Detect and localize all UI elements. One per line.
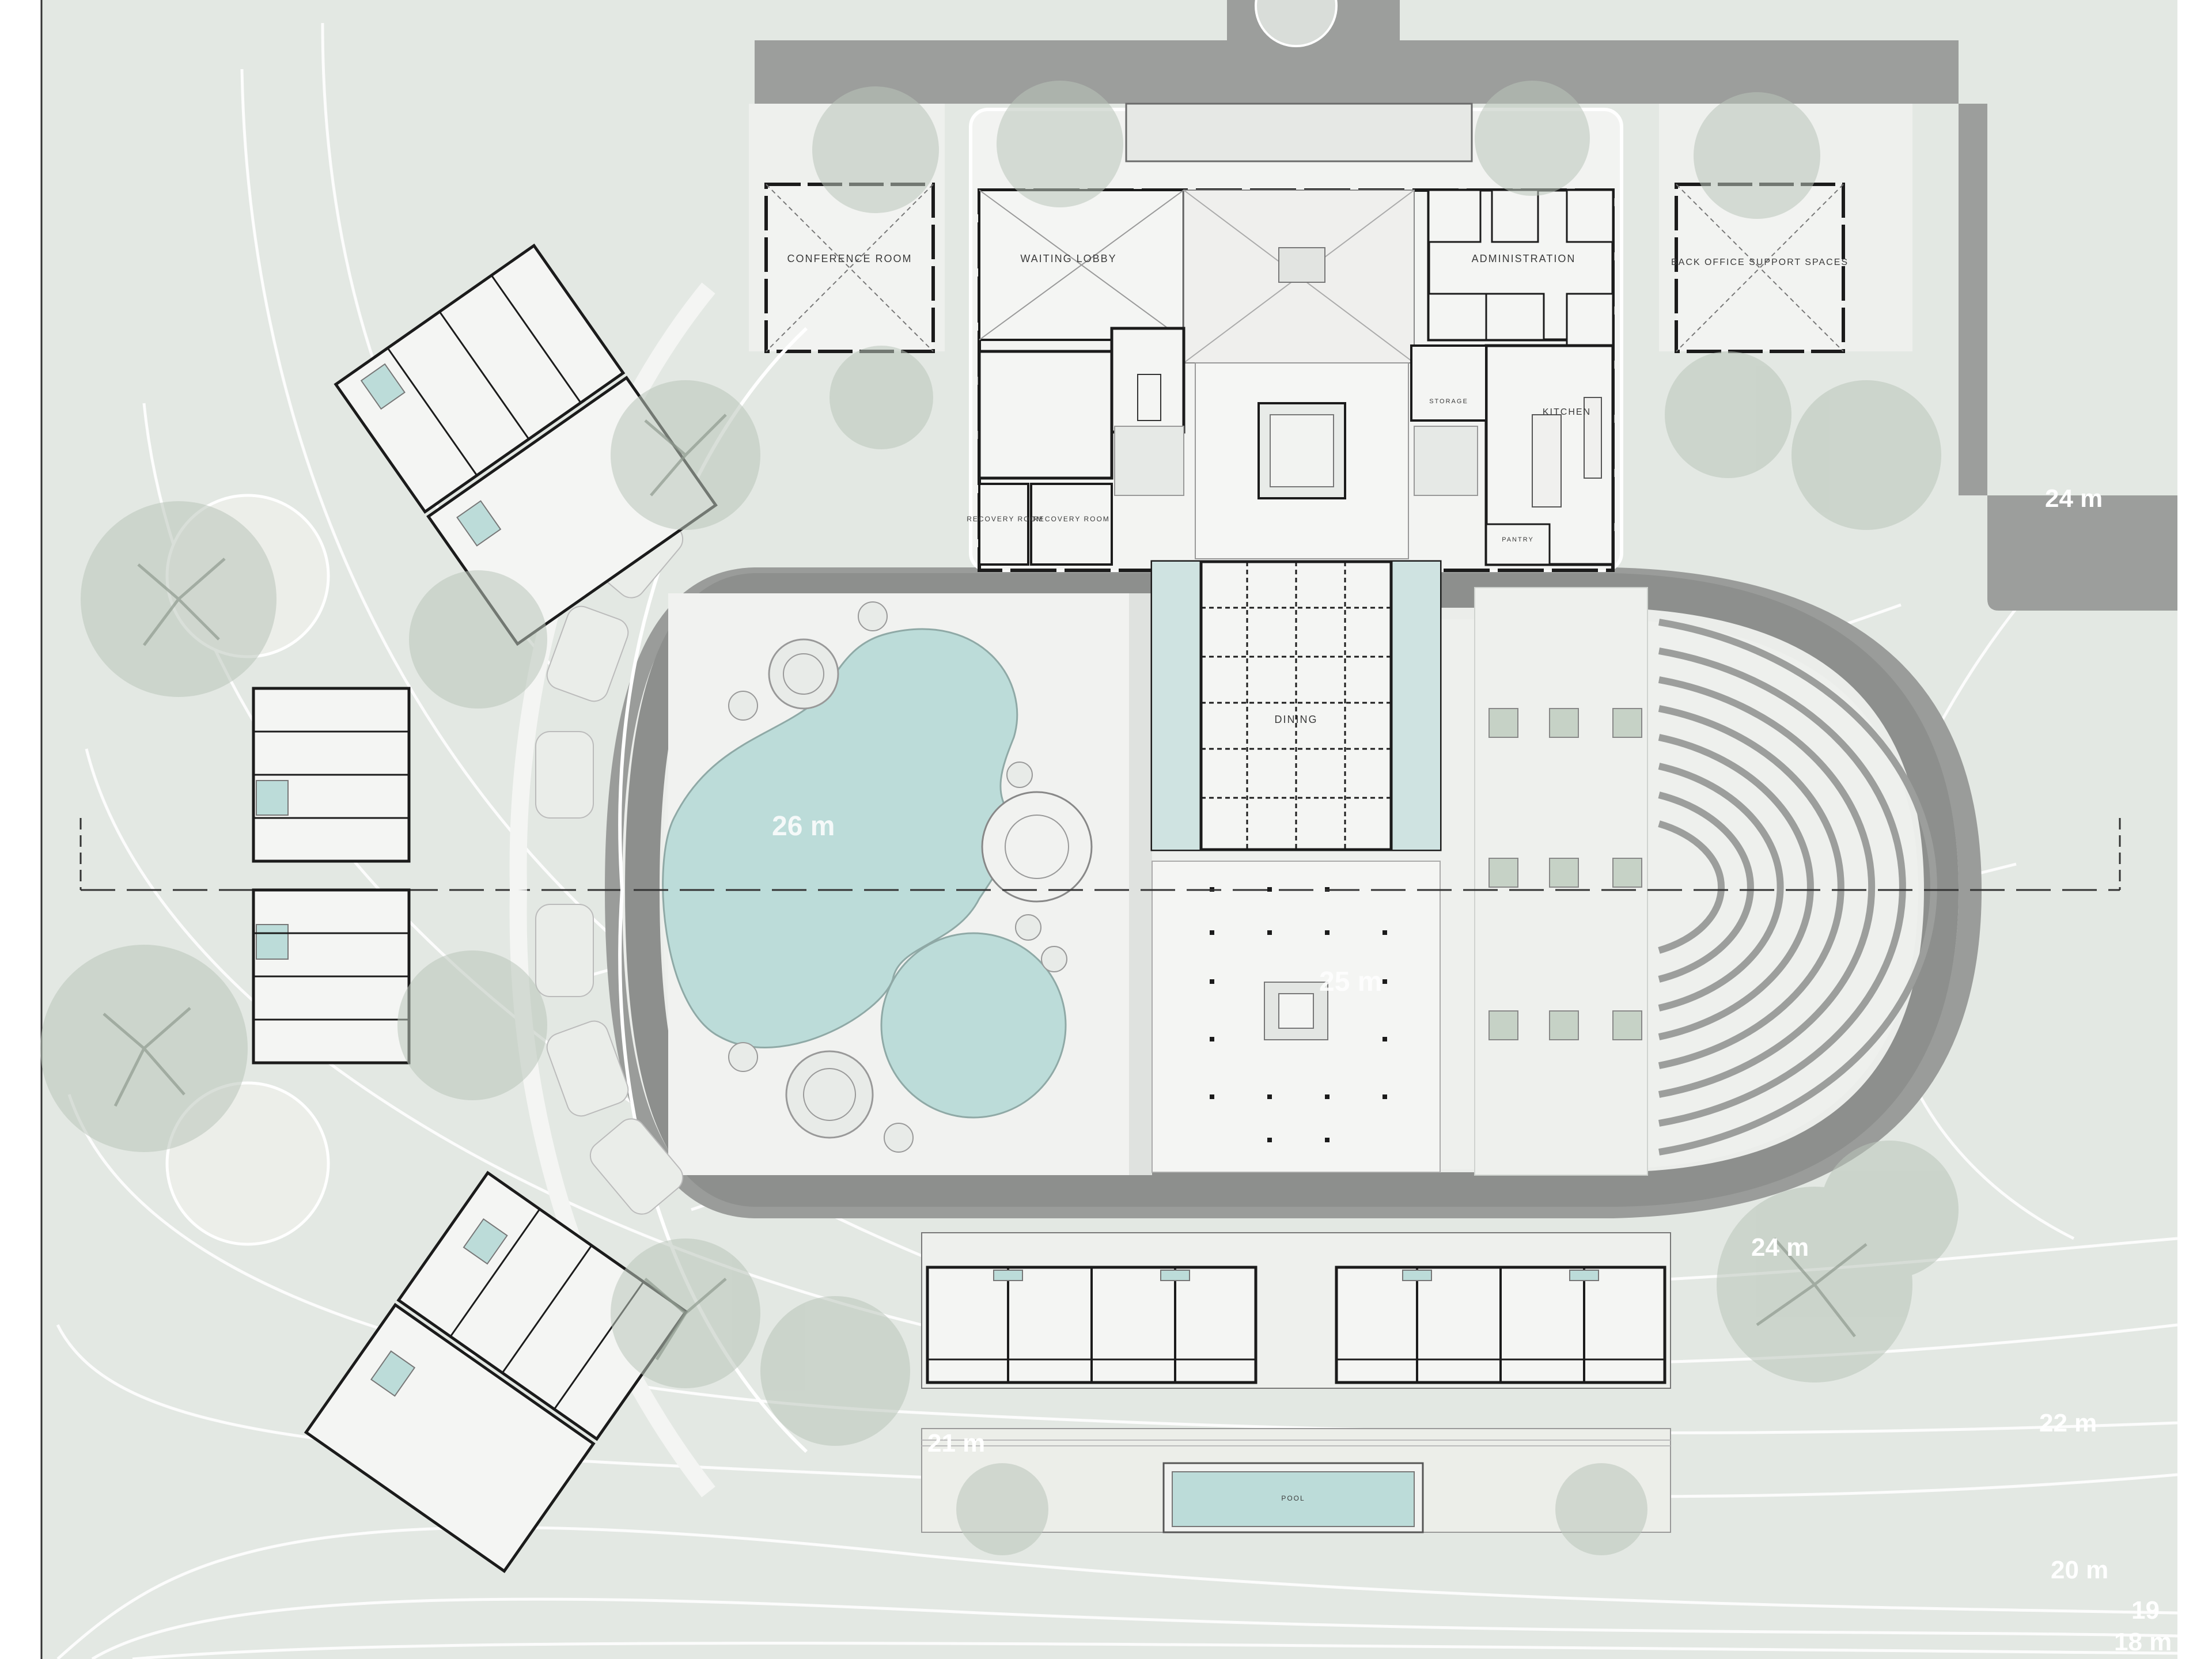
contour-19: 19 xyxy=(2131,1596,2160,1624)
label-storage: STORAGE xyxy=(1429,398,1468,405)
contour-24-top: 24 m xyxy=(2045,484,2103,513)
label-pool: POOL xyxy=(1281,1494,1305,1502)
contour-21: 21 m xyxy=(927,1429,985,1457)
guest-units-south xyxy=(921,1232,1671,1389)
label-conference-room: CONFERENCE ROOM xyxy=(787,253,912,264)
contour-18: 18 m xyxy=(2114,1628,2172,1656)
amphitheatre xyxy=(1474,587,1937,1176)
contour-labels: 26 m 25 m 24 m 24 m 22 m 21 m 20 m 19 18… xyxy=(772,484,2172,1656)
label-waiting-lobby: WAITING LOBBY xyxy=(1020,253,1116,264)
label-kitchen: KITCHEN xyxy=(1543,407,1591,417)
tree-branches xyxy=(103,414,1868,1361)
label-recovery-room-2: RECOVERY ROOM xyxy=(1033,515,1110,523)
main-pool xyxy=(662,628,1018,1048)
label-administration: ADMINISTRATION xyxy=(1472,253,1576,264)
label-recovery-room-1: RECOVERY ROOM xyxy=(967,515,1044,523)
roundabout xyxy=(1255,0,1338,47)
access-road xyxy=(755,0,2177,611)
contour-25: 25 m xyxy=(1319,967,1382,997)
round-pool xyxy=(880,932,1067,1119)
contour-26: 26 m xyxy=(772,811,835,842)
main-building xyxy=(969,103,1623,572)
lap-pool xyxy=(1172,1471,1415,1527)
guest-units-southwest xyxy=(304,1171,688,1573)
contour-22: 22 m xyxy=(2039,1409,2097,1437)
guest-units-west xyxy=(252,687,411,1065)
label-back-office: BACK OFFICE SUPPORT SPACES xyxy=(1671,257,1849,267)
contour-24-mid: 24 m xyxy=(1751,1233,1809,1262)
plaza xyxy=(1152,861,1441,1173)
room-labels: CONFERENCE ROOM WAITING LOBBY ADMINISTRA… xyxy=(787,253,1849,1502)
label-pantry: PANTRY xyxy=(1502,536,1534,543)
pool-deck xyxy=(662,593,1152,1175)
dining-hall xyxy=(1150,560,1442,851)
contour-20: 20 m xyxy=(2051,1556,2108,1584)
label-dining: DINING xyxy=(1275,714,1318,725)
